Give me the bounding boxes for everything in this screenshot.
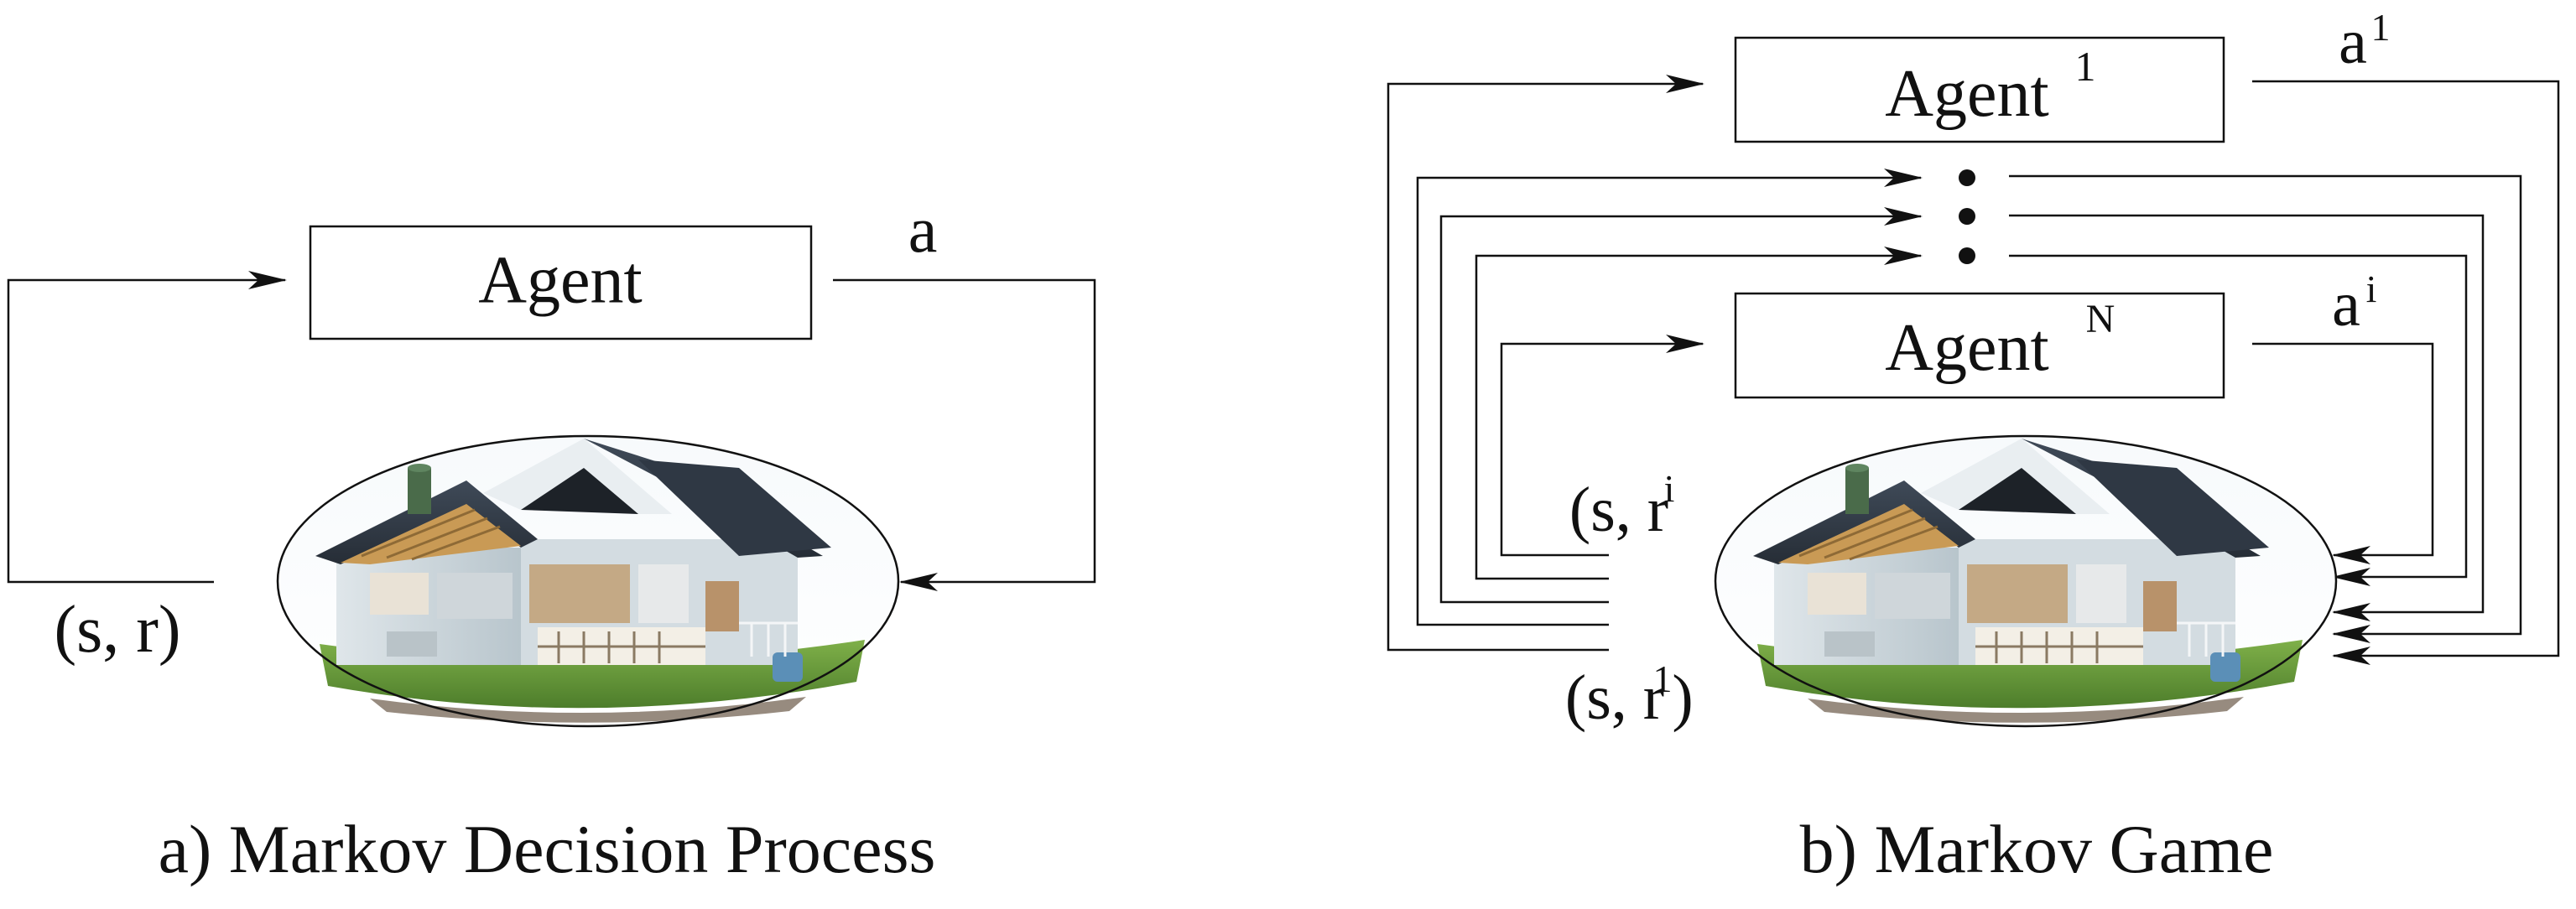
action-1-label: a <box>2339 7 2367 77</box>
state-reward-i-superscript: i <box>1664 467 1675 510</box>
agent-n-label: Agent <box>1885 311 2049 385</box>
state-reward-1-label: (s, r <box>1565 662 1664 733</box>
action-i-superscript: i <box>2366 268 2377 310</box>
action-arrow-1 <box>2252 80 2560 665</box>
panel-b: Agent 1 Agent N a 1 a i (s, r i (s, r 1 … <box>1387 6 2560 887</box>
state-reward-i-label: (s, r <box>1569 475 1668 545</box>
state-reward-1-close: ) <box>1672 662 1693 733</box>
agent-n-box <box>1734 292 2225 399</box>
action-arrow-middle <box>2009 214 2485 621</box>
house-cutaway-icon <box>1714 434 2338 728</box>
state-reward-arrow-middle <box>1475 247 1923 580</box>
state-reward-arrow-1 <box>1387 75 1704 652</box>
state-reward-arrow-middle <box>1439 207 1923 604</box>
state-reward-arrow-middle <box>1416 169 1923 626</box>
action-arrow-middle <box>2009 174 2522 643</box>
ellipsis-dot <box>1959 247 1975 264</box>
ellipsis-dot <box>1959 169 1975 186</box>
action-i-label: a <box>2332 269 2360 340</box>
agent-n-superscript: N <box>2086 297 2115 341</box>
agent-label: Agent <box>478 243 643 317</box>
agent-1-superscript: 1 <box>2075 43 2096 90</box>
state-reward-label: (s, r) <box>54 593 180 667</box>
action-label: a <box>908 193 938 266</box>
ellipsis-dot <box>1959 208 1975 225</box>
agent-box <box>309 225 813 340</box>
state-reward-arrow <box>7 271 287 584</box>
house-cutaway-icon <box>276 434 900 728</box>
agent-1-label: Agent <box>1885 57 2049 131</box>
caption-a: a) Markov Decision Process <box>159 811 936 887</box>
state-reward-1-superscript: 1 <box>1653 657 1673 700</box>
action-arrow-middle <box>2009 254 2468 586</box>
agent-1-box <box>1734 36 2225 143</box>
caption-b: b) Markov Game <box>1800 811 2274 887</box>
panel-a: Agent a (s, r) a) Markov Decision Proces… <box>7 193 1096 887</box>
state-reward-arrow-i <box>1500 335 1704 557</box>
action-arrow-i <box>2252 342 2434 564</box>
action-arrow <box>833 278 1096 591</box>
action-1-superscript: 1 <box>2371 6 2391 49</box>
